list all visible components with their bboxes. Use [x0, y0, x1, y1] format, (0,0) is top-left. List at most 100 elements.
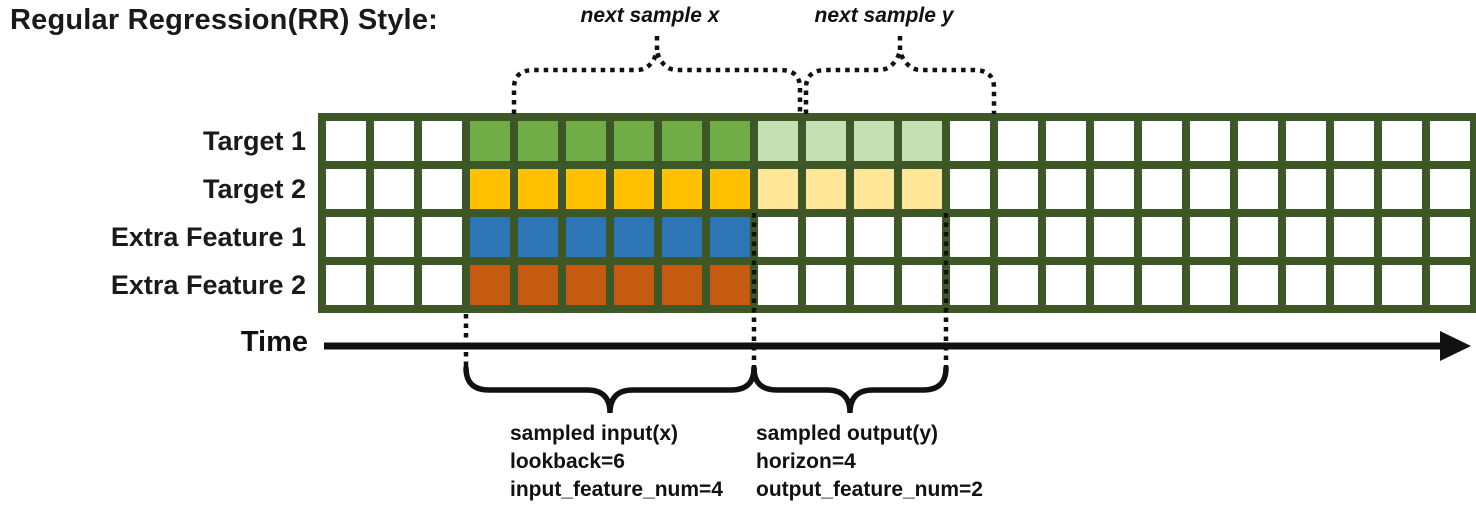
grid-cell	[1286, 121, 1326, 161]
grid-cell	[470, 121, 510, 161]
grid-cell	[806, 169, 846, 209]
grid-cell	[422, 121, 462, 161]
grid-cell	[1286, 169, 1326, 209]
grid-cell	[566, 169, 606, 209]
grid-cell	[374, 169, 414, 209]
grid-cell	[1430, 121, 1470, 161]
grid-cell	[758, 217, 798, 257]
grid-cell	[950, 265, 990, 305]
grid-cell	[950, 217, 990, 257]
grid-cell	[1046, 169, 1086, 209]
grid-cell	[1142, 169, 1182, 209]
grid-cell	[662, 169, 702, 209]
grid-cell	[806, 217, 846, 257]
sampled-input-title: sampled input(x)	[510, 422, 679, 445]
grid-cell	[758, 169, 798, 209]
grid-cell	[998, 169, 1038, 209]
grid-cell	[1286, 265, 1326, 305]
grid-cell	[422, 169, 462, 209]
grid-cell	[758, 121, 798, 161]
grid-cell	[854, 217, 894, 257]
sampled-output-title: sampled output(y)	[756, 422, 938, 445]
grid-cell	[710, 169, 750, 209]
grid-cell	[1382, 265, 1422, 305]
grid-cell	[1334, 169, 1374, 209]
grid-cell	[998, 121, 1038, 161]
grid-cell	[902, 217, 942, 257]
grid-cell	[1094, 121, 1134, 161]
grid-cell	[1238, 169, 1278, 209]
grid-cell	[470, 217, 510, 257]
grid-cell	[614, 169, 654, 209]
grid-cell	[662, 265, 702, 305]
grid-cell	[806, 265, 846, 305]
input-feature-num-value: input_feature_num=4	[510, 478, 723, 501]
grid-cell	[1094, 265, 1134, 305]
next-sample-x-label: next sample x	[580, 4, 720, 27]
grid-cell	[326, 121, 366, 161]
grid-cell	[1190, 265, 1230, 305]
grid-cell	[422, 217, 462, 257]
grid-cell	[1334, 265, 1374, 305]
grid-cell	[710, 217, 750, 257]
row-labels: Target 1 Target 2 Extra Feature 1 Extra Fea…	[0, 121, 306, 313]
grid-cell	[470, 265, 510, 305]
grid-cell	[1046, 265, 1086, 305]
grid-cell	[758, 265, 798, 305]
row-label: Target 2	[202, 174, 306, 204]
time-arrow	[324, 331, 1471, 361]
grid-cell	[1286, 217, 1326, 257]
grid-cell	[1238, 265, 1278, 305]
grid-cell	[374, 121, 414, 161]
grid-cell	[518, 265, 558, 305]
grid-cell	[326, 169, 366, 209]
lookback-value: lookback=6	[510, 450, 625, 473]
grid-cell	[470, 169, 510, 209]
time-axis-label: Time	[240, 326, 308, 358]
output-feature-num-value: output_feature_num=2	[756, 478, 983, 501]
grid-cell	[950, 169, 990, 209]
grid-cell	[1382, 217, 1422, 257]
next-sample-y-label: next sample y	[814, 4, 954, 27]
grid-cell	[1046, 121, 1086, 161]
sampled-output-note: sampled output(y) horizon=4 output_featu…	[756, 420, 983, 504]
grid-cell	[1382, 169, 1422, 209]
grid-cell	[326, 217, 366, 257]
grid-cell	[902, 169, 942, 209]
grid-cell	[518, 217, 558, 257]
grid-cell	[566, 265, 606, 305]
grid-cell	[1190, 169, 1230, 209]
grid-cell	[566, 121, 606, 161]
grid-cell	[326, 265, 366, 305]
dotted-brace-next-sample-y	[803, 36, 997, 114]
brace-sampled-output	[751, 365, 949, 414]
horizon-value: horizon=4	[756, 450, 856, 473]
grid-cell	[998, 265, 1038, 305]
grid-cell	[806, 121, 846, 161]
dotted-brace-next-sample-x	[511, 36, 803, 114]
grid-cell	[1334, 217, 1374, 257]
grid-cell	[374, 265, 414, 305]
grid-cell	[662, 217, 702, 257]
grid-cell	[1430, 217, 1470, 257]
grid-cell	[1142, 217, 1182, 257]
row-label: Extra Feature 2	[110, 270, 306, 300]
grid-cell	[1430, 169, 1470, 209]
grid-cell	[1190, 121, 1230, 161]
grid-cell	[1238, 217, 1278, 257]
grid-cell	[1046, 217, 1086, 257]
grid-cell	[614, 121, 654, 161]
grid-cell	[566, 217, 606, 257]
row-label: Target 1	[202, 126, 306, 156]
grid-cell	[1190, 217, 1230, 257]
grid-cell	[1430, 265, 1470, 305]
grid-cell	[1142, 265, 1182, 305]
grid-cell	[614, 265, 654, 305]
page-title: Regular Regression(RR) Style:	[10, 4, 438, 36]
row-label: Extra Feature 1	[110, 222, 306, 252]
grid	[318, 113, 1476, 313]
grid-cell	[1382, 121, 1422, 161]
grid-cell	[998, 217, 1038, 257]
brace-sampled-input	[463, 365, 757, 414]
